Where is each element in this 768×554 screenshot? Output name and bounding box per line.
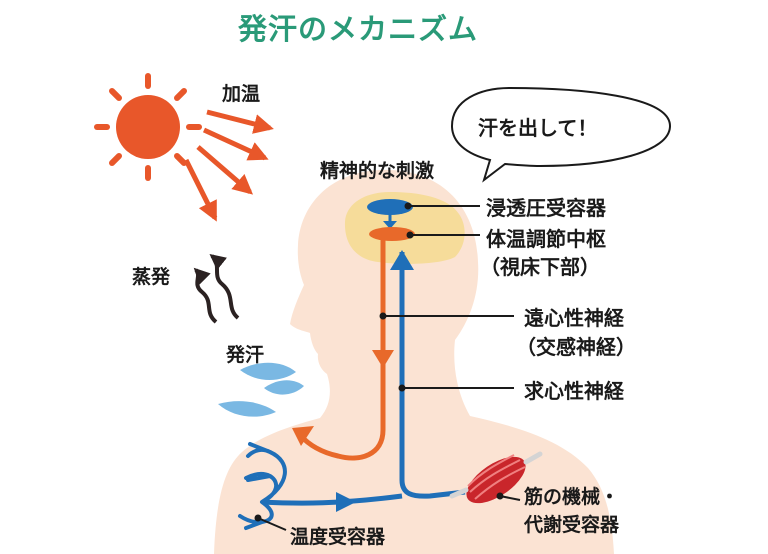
label-mental-stimulus: 精神的な刺激 <box>320 160 435 182</box>
label-thermoreceptor: 温度受容器 <box>290 526 386 548</box>
heat-arrows <box>183 109 274 222</box>
label-muscle-receptor-sub: 代謝受容器 <box>524 514 620 536</box>
thermoreceptor-branches <box>238 442 287 530</box>
label-efferent-nerve-sub: （交感神経） <box>516 335 636 359</box>
label-warming: 加温 <box>222 83 261 105</box>
speech-bubble-text: 汗を出して！ <box>478 116 598 140</box>
efferent-arrowhead-down <box>372 350 394 368</box>
speech-bubble <box>450 86 672 183</box>
afferent-arrowhead-right <box>336 492 356 512</box>
label-efferent-nerve: 遠心性神経 <box>524 306 624 330</box>
afferent-branch-thermoreceptor <box>261 493 403 506</box>
label-muscle-receptor: 筋の機械・ <box>524 486 620 508</box>
afferent-nerve <box>399 252 466 499</box>
efferent-arrowhead-sweat-gland <box>292 426 314 446</box>
efferent-nerve <box>298 240 386 461</box>
thermoregulatory-center-marker <box>369 227 415 241</box>
label-osmoreceptor: 浸透圧受容器 <box>486 196 606 220</box>
osmoreceptor-arrowhead <box>383 221 397 229</box>
label-sweating: 発汗 <box>226 344 265 366</box>
sun-icon <box>94 73 202 181</box>
afferent-arrowhead-up <box>390 250 414 270</box>
label-thermo-center-sub: （視床下部） <box>480 255 600 279</box>
diagram-title: 発汗のメカニズム <box>238 12 479 46</box>
evaporation-arrows <box>193 253 240 324</box>
sweat-drops-icon <box>218 362 304 417</box>
label-evaporation: 蒸発 <box>132 266 171 288</box>
label-thermo-center: 体温調節中枢 <box>486 227 606 251</box>
label-afferent-nerve: 求心性神経 <box>524 379 624 403</box>
osmoreceptor-marker <box>367 199 413 215</box>
leader-dots <box>254 202 504 522</box>
muscle-icon <box>449 451 543 504</box>
